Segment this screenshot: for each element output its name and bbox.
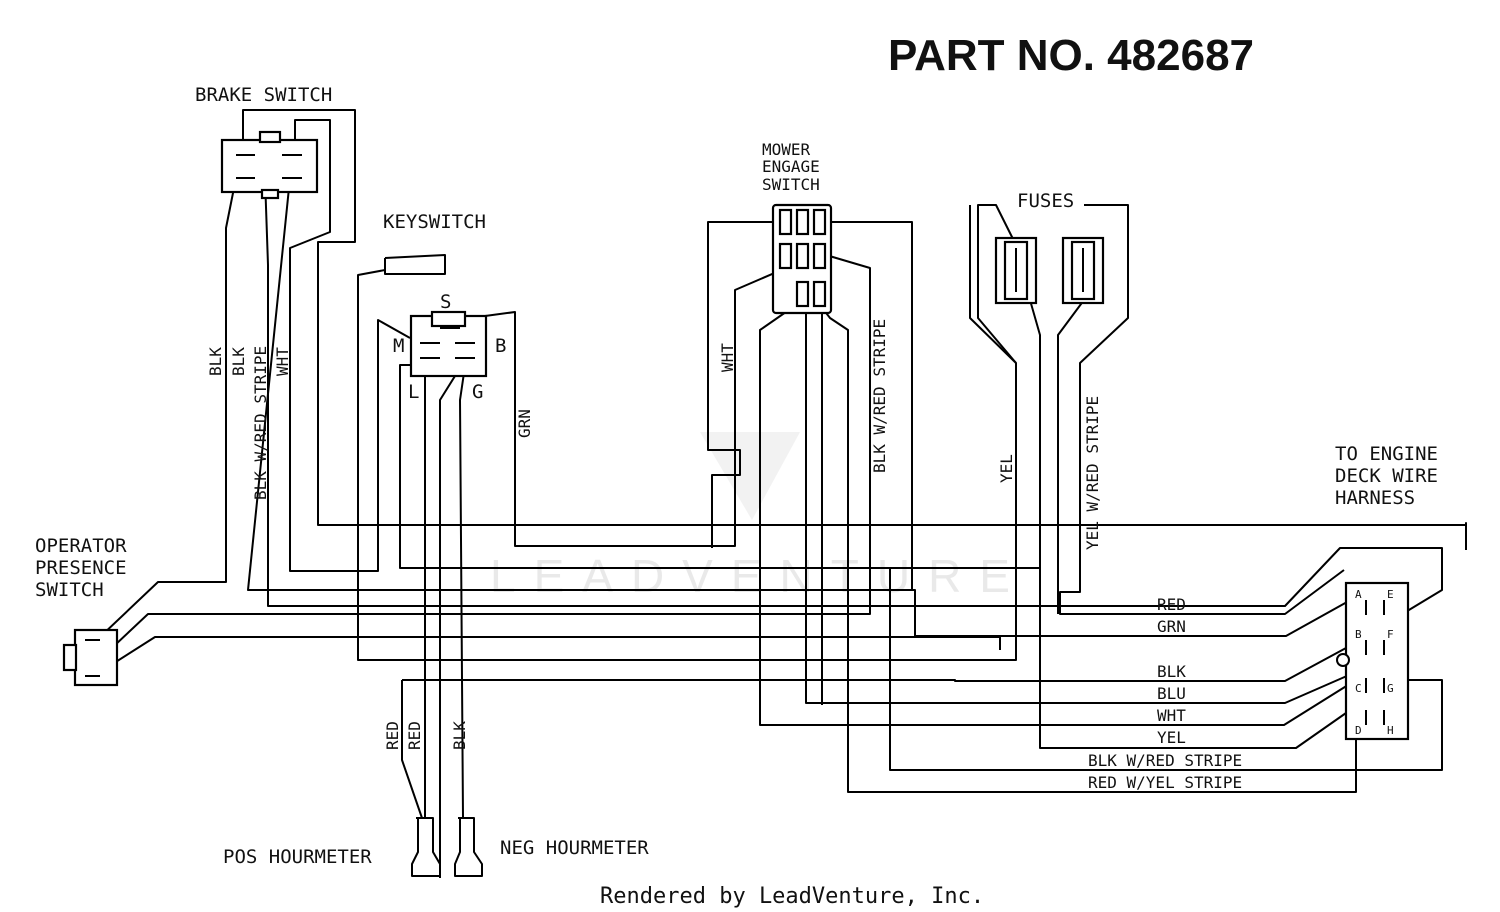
brake-switch (220, 130, 319, 200)
engine-harness-connector (1336, 581, 1410, 741)
mower-engage-switch (771, 203, 833, 315)
wire-label-red-2: RED (405, 721, 424, 750)
wire-label-blk-red-mower: BLK W/RED STRIPE (870, 319, 889, 473)
mower-engage-label-1: MOWER (762, 140, 811, 159)
keyswitch (384, 254, 488, 378)
pin-e: E (1387, 588, 1394, 601)
operator-presence-switch (62, 628, 119, 687)
harness-wire-wht: WHT (1157, 706, 1186, 725)
operator-presence-label-3: SWITCH (35, 579, 104, 601)
part-number-title: PART NO. 482687 (888, 31, 1254, 80)
wire-label-blk-red: BLK W/RED STRIPE (251, 346, 270, 500)
harness-wire-blu: BLU (1157, 684, 1186, 703)
wire-label-yel: YEL (997, 454, 1016, 483)
operator-presence-label-2: PRESENCE (35, 557, 127, 579)
engine-harness-label-2: DECK WIRE (1335, 465, 1438, 487)
keyswitch-terminal-g: G (472, 381, 483, 403)
keyswitch-terminal-s: S (440, 291, 451, 313)
wire-label-grn: GRN (515, 409, 534, 438)
harness-wire-yel: YEL (1157, 728, 1186, 747)
pos-hourmeter-label: POS HOURMETER (223, 846, 372, 868)
wire-label-wht: WHT (273, 347, 292, 376)
pin-c: C (1355, 682, 1362, 695)
wire-label-red-1: RED (383, 721, 402, 750)
footer-credit: Rendered by LeadVenture, Inc. (600, 884, 984, 909)
wire-label-blk-2: BLK (229, 347, 248, 376)
wire-label-blk-1: BLK (206, 347, 225, 376)
operator-presence-label-1: OPERATOR (35, 535, 127, 557)
pin-a: A (1355, 588, 1362, 601)
harness-wire-grn: GRN (1157, 617, 1186, 636)
mower-engage-label-2: ENGAGE (762, 157, 820, 176)
engine-harness-label-3: HARNESS (1335, 487, 1415, 509)
keyswitch-terminal-b: B (495, 335, 506, 357)
harness-wire-red-yel: RED W/YEL STRIPE (1088, 773, 1242, 792)
keyswitch-label: KEYSWITCH (383, 211, 486, 233)
pin-b: B (1355, 628, 1362, 641)
wire-label-blk-hour: BLK (450, 721, 469, 750)
watermark: LEADVENTURE (490, 432, 1028, 602)
neg-hourmeter-terminal (454, 817, 483, 877)
neg-hourmeter-label: NEG HOURMETER (500, 837, 649, 859)
brake-switch-label: BRAKE SWITCH (195, 84, 332, 106)
pin-d: D (1355, 724, 1362, 737)
keyswitch-terminal-l: L (408, 381, 419, 403)
pos-hourmeter-terminal (411, 817, 441, 877)
fuses-label: FUSES (1017, 190, 1074, 212)
watermark-text: LEADVENTURE (490, 550, 1028, 602)
wire-label-yel-red: YEL W/RED STRIPE (1083, 396, 1102, 550)
harness-wire-red: RED (1157, 595, 1186, 614)
harness-wire-blk: BLK (1157, 662, 1186, 681)
keyswitch-terminal-m: M (393, 335, 404, 357)
fuse-left (994, 236, 1038, 305)
engine-harness-label-1: TO ENGINE (1335, 443, 1438, 465)
mower-engage-label-3: SWITCH (762, 175, 820, 194)
wire-label-wht-mower: WHT (718, 343, 737, 372)
pin-g: G (1387, 682, 1394, 695)
pin-f: F (1387, 628, 1394, 641)
fuse-right (1061, 236, 1105, 305)
harness-wire-blk-red: BLK W/RED STRIPE (1088, 751, 1242, 770)
pin-h: H (1387, 724, 1394, 737)
